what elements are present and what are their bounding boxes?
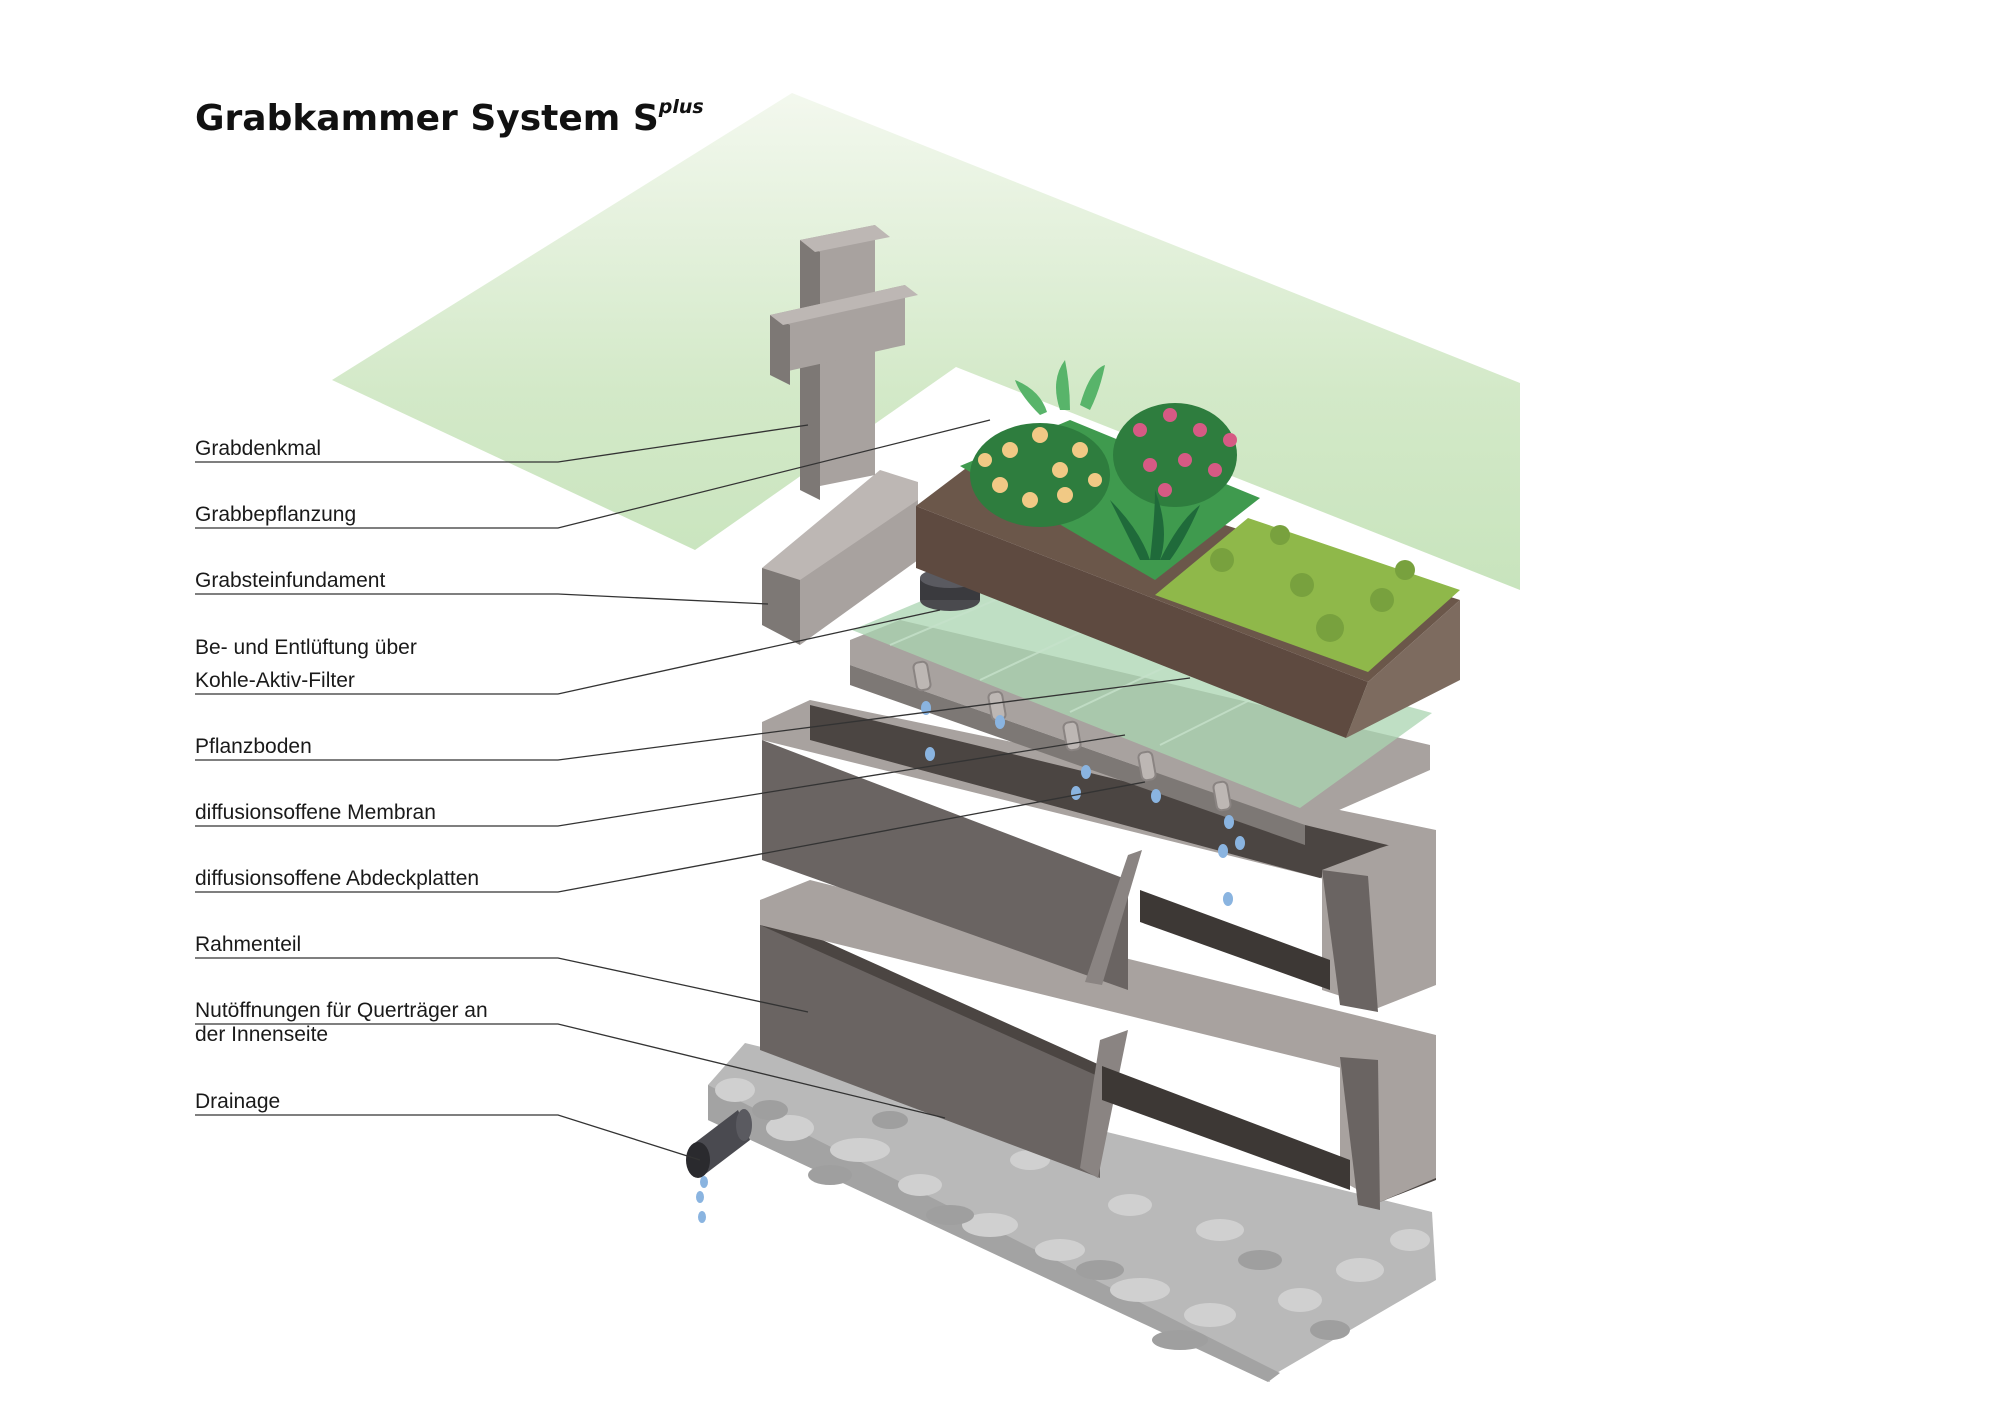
leader-grabdenkmal xyxy=(195,424,809,463)
leader-rahmenteil xyxy=(195,957,809,1013)
leader-lines xyxy=(195,419,1191,1161)
title-main: Grabkammer System S xyxy=(195,98,659,139)
label-rahmenteil: Rahmenteil xyxy=(195,933,302,956)
leader-membran xyxy=(195,734,1126,827)
lawn-plants xyxy=(1210,525,1415,642)
label-abdeckplatten: diffusionsoffene Abdeckplatten xyxy=(195,867,480,890)
leader-drainage xyxy=(195,1114,701,1161)
drainage-drops xyxy=(696,1176,708,1223)
grave-cross xyxy=(770,225,918,500)
label-membran: diffusionsoffene Membran xyxy=(195,801,436,824)
leader-grabsteinfundament xyxy=(195,593,769,605)
leader-grabbepflanzung xyxy=(195,419,991,529)
title-superscript: plus xyxy=(658,96,704,118)
label-drainage: Drainage xyxy=(195,1090,281,1113)
leader-belueftung xyxy=(195,609,941,695)
label-belueftung-line2: Kohle-Aktiv-Filter xyxy=(195,669,355,692)
leader-pflanzboden xyxy=(195,677,1191,761)
label-grabdenkmal: Grabdenkmal xyxy=(195,437,322,460)
seepage-drops xyxy=(921,701,1245,906)
leader-abdeckplatten xyxy=(195,781,1146,893)
label-grabbepflanzung: Grabbepflanzung xyxy=(195,503,357,526)
diagram-title: Grabkammer System Splus xyxy=(195,96,704,139)
leader-nutoeffnungen xyxy=(195,1023,946,1119)
label-grabsteinfundament: Grabsteinfundament xyxy=(195,569,386,592)
gravestone-foundation xyxy=(762,470,918,645)
flower-plants xyxy=(960,360,1260,580)
label-belueftung-line1: Be- und Entlüftung über xyxy=(195,636,417,659)
label-nutoeffnungen-line2: der Innenseite xyxy=(195,1023,329,1046)
label-pflanzboden: Pflanzboden xyxy=(195,735,312,758)
gravel-bed xyxy=(708,1043,1436,1382)
label-nutoeffnungen-line1: Nutöffnungen für Querträger an xyxy=(195,999,488,1022)
